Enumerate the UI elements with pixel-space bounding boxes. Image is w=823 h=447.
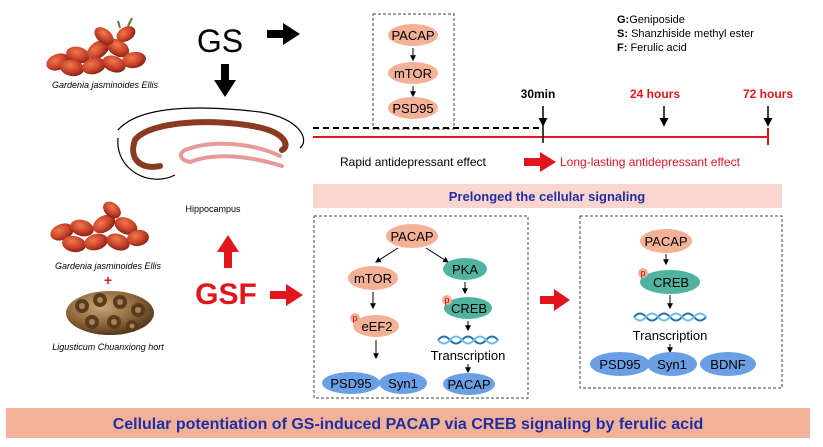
mid-dna-icon	[437, 335, 499, 345]
mid-creb-phospho-label: p	[444, 295, 449, 305]
hippocampus-label: Hippocampus	[185, 204, 241, 214]
right-pathway-box	[579, 215, 783, 389]
mid-psd95-label: PSD95	[330, 376, 371, 391]
right-syn1-node	[647, 352, 697, 376]
mid-eef2-label: eEF2	[361, 319, 392, 334]
right-psd95-node	[590, 352, 650, 376]
mid-syn1-node	[379, 372, 427, 394]
mid-creb-node	[444, 297, 492, 319]
right-dna-icon	[633, 312, 707, 322]
mid-eef2-phospho-label: p	[352, 313, 357, 323]
mid-pacap-out-label: PACAP	[447, 377, 490, 392]
mid-pacap-out-node	[443, 373, 495, 395]
svg-text:F: Ferulic acid: F: Ferulic acid	[617, 42, 687, 54]
right-creb-phospho	[638, 268, 648, 278]
gsf-up-arrow	[217, 235, 239, 268]
right-pacap-label: PACAP	[644, 234, 687, 249]
gsf-right-arrow	[270, 284, 303, 306]
prolonged-banner	[313, 184, 782, 208]
lasting-effect-label: Long-lasting antidepressant effect	[560, 155, 741, 169]
gardenia-label-bottom: Gardenia jasminoides Ellis	[55, 261, 162, 271]
mid-mtor-label: mTOR	[354, 271, 392, 286]
top-psd95-label: PSD95	[392, 101, 433, 116]
ligusticum-image	[66, 291, 154, 335]
mid-transcription-label: Transcription	[431, 348, 506, 363]
gardenia-label-top: Gardenia jasminoides Ellis	[52, 80, 159, 90]
panel-connect-arrow	[540, 289, 570, 311]
right-creb-node	[640, 270, 700, 294]
middle-pathway-box	[313, 215, 529, 399]
legend-g-value: Geniposide	[629, 14, 685, 26]
bottom-banner	[6, 408, 810, 438]
legend: G:Geniposide S: Shanzhiside methyl ester…	[617, 14, 754, 54]
gs-down-arrow	[214, 64, 236, 97]
mid-pka-node	[443, 258, 487, 280]
bottom-banner-text: Cellular potentiation of GS-induced PACA…	[113, 416, 704, 433]
mid-eef2-phospho	[350, 313, 360, 323]
top-mtor-node	[388, 62, 438, 84]
legend-g-key: G:	[617, 14, 629, 26]
right-pacap-node	[640, 229, 692, 253]
top-psd95-node	[388, 97, 438, 119]
ligusticum-label: Ligusticum Chuanxiong hort	[52, 342, 164, 352]
timeline-30min-label: 30min	[521, 87, 556, 101]
right-creb-phospho-label: p	[640, 268, 645, 278]
legend-s-key: S:	[617, 28, 628, 40]
right-bdnf-node	[700, 352, 756, 376]
svg-text:S: Shanzhiside methyl ester: S: Shanzhiside methyl ester	[617, 28, 754, 40]
hippocampus-image	[117, 107, 305, 180]
top-mtor-label: mTOR	[394, 66, 432, 81]
gardenia-image-bottom	[50, 201, 149, 253]
mid-creb-phospho	[442, 295, 452, 305]
right-creb-label: CREB	[653, 275, 689, 290]
top-pacap-label: PACAP	[391, 28, 434, 43]
mid-pacap-label: PACAP	[390, 229, 433, 244]
mid-eef2-node	[353, 315, 399, 337]
mid-pka-label: PKA	[452, 262, 478, 277]
mid-arrow-pacap-pka	[425, 247, 450, 263]
legend-f-value: Ferulic acid	[630, 42, 686, 54]
gs-right-arrow	[267, 23, 300, 45]
legend-s-value: Shanzhiside methyl ester	[631, 28, 754, 40]
plus-sign: +	[104, 272, 112, 288]
timeline-24h-label: 24 hours	[630, 87, 680, 101]
right-transcription-label: Transcription	[633, 328, 708, 343]
right-bdnf-label: BDNF	[710, 357, 745, 372]
legend-f-key: F:	[617, 42, 627, 54]
top-pacap-node	[388, 24, 438, 46]
gardenia-image-top	[46, 17, 146, 77]
svg-text:G:Geniposide: G:Geniposide	[617, 14, 685, 26]
mid-creb-label: CREB	[451, 301, 487, 316]
prolonged-banner-text: Prelonged the cellular signaling	[449, 189, 646, 204]
right-syn1-label: Syn1	[657, 357, 687, 372]
mid-syn1-label: Syn1	[388, 376, 418, 391]
mid-pacap-node	[386, 224, 438, 248]
right-psd95-label: PSD95	[599, 357, 640, 372]
gs-label: GS	[197, 23, 243, 59]
mid-arrow-pacap-mtor	[374, 247, 399, 263]
effect-red-arrow	[524, 152, 556, 172]
timeline-72h-label: 72 hours	[743, 87, 793, 101]
mid-mtor-node	[348, 266, 398, 290]
rapid-effect-label: Rapid antidepressant effect	[340, 155, 487, 169]
gsf-label: GSF	[195, 278, 257, 311]
mid-psd95-node	[322, 372, 380, 394]
